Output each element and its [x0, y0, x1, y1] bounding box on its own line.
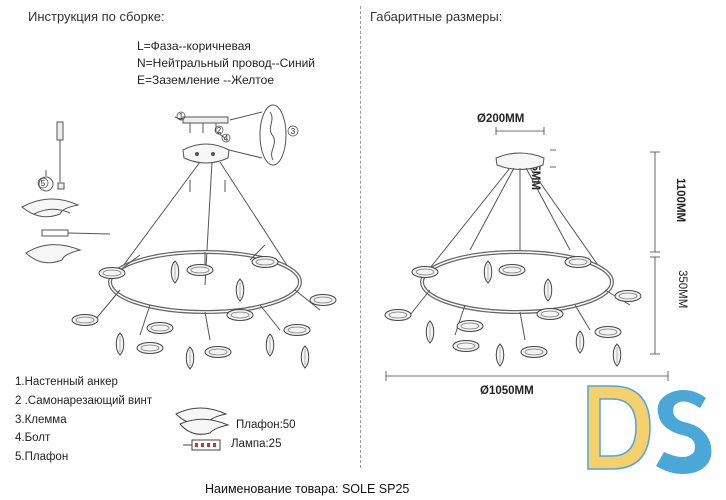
left-exploded-parts	[21, 121, 111, 264]
left-chandelier	[94, 244, 321, 341]
product-name: Наименование товара: SOLE SP25	[205, 482, 410, 496]
wiring-phase: L=Фаза--коричневая	[137, 39, 251, 53]
wiring-ground: E=Заземление --Желтое	[137, 73, 275, 87]
part-2: 2 .Самонарезающий винт	[15, 395, 153, 407]
lamp-count: Лампа:25	[231, 438, 282, 450]
part-3: 3.Клемма	[15, 414, 67, 426]
part-4: 4.Болт	[15, 432, 51, 444]
dimension-lines	[385, 127, 669, 381]
right-chandelier	[409, 152, 631, 341]
callout-5: 5	[41, 179, 46, 188]
callout-4: 4	[224, 134, 229, 143]
wiring-neutral: N=Нейтральный провод--Синий	[137, 56, 315, 70]
shade-count: Плафон:50	[236, 419, 296, 431]
left-heading: Инструкция по сборке:	[28, 9, 165, 24]
mounting-detail	[119, 104, 291, 286]
section-divider	[360, 6, 361, 468]
callout-3: 3	[291, 127, 296, 136]
ds-logo	[587, 385, 712, 474]
right-heading: Габаритные размеры:	[370, 9, 503, 24]
part-5: 5.Плафон	[15, 451, 69, 463]
lamp-legend-icon	[183, 439, 221, 451]
callout-1: 1	[179, 112, 184, 121]
dim-canopy-diameter: Ø200MM	[477, 113, 525, 125]
callout-2: 2	[217, 126, 222, 135]
part-1: 1.Настенный анкер	[15, 376, 118, 388]
shade-legend-icon	[175, 407, 230, 435]
dim-ring-diameter: Ø1050MM	[480, 385, 534, 397]
